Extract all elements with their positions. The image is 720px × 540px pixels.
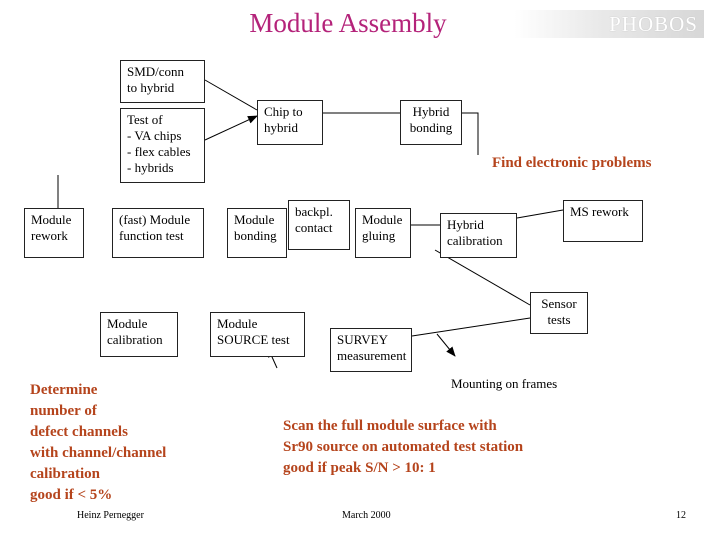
box-line: Chip to	[264, 104, 303, 119]
box-line: SURVEY	[337, 332, 388, 347]
box-line: rework	[31, 228, 68, 243]
note-line: with channel/channel	[30, 445, 167, 461]
box-line: function test	[119, 228, 184, 243]
module-gluing-box: Module gluing	[355, 208, 411, 258]
box-line: contact	[295, 220, 333, 235]
line-test-to-chip	[204, 115, 258, 141]
box-line: - flex cables	[127, 144, 191, 159]
box-line: Test of	[127, 112, 163, 127]
module-calibration-box: Module calibration	[100, 312, 178, 357]
box-line: measurement	[337, 348, 407, 363]
box-line: SMD/conn	[127, 64, 185, 79]
note-line: Scan the full module surface with	[283, 418, 497, 434]
box-line: Module	[107, 316, 148, 331]
hybrid-calibration-box: Hybrid calibration	[440, 213, 517, 258]
line-calibration-to-ms-rework	[516, 209, 564, 219]
box-line: MS rework	[570, 204, 629, 219]
smd-conn-box: SMD/conn to hybrid	[120, 60, 205, 103]
survey-measurement-box: SURVEY measurement	[330, 328, 412, 372]
line-sensor-to-survey	[411, 317, 531, 337]
box-line: Hybrid	[447, 217, 484, 232]
line-smd-to-chip	[204, 79, 258, 111]
box-line: - hybrids	[127, 160, 174, 175]
phobos-logo: PHOBOS	[514, 10, 704, 38]
box-line: Module	[362, 212, 403, 227]
footer-page-number: 12	[676, 510, 686, 521]
note-line: Sr90 source on automated test station	[283, 439, 524, 455]
box-line: SOURCE test	[217, 332, 290, 347]
box-line: Module	[217, 316, 258, 331]
backpl-contact-box: backpl. contact	[288, 200, 350, 250]
box-line: hybrid	[264, 120, 298, 135]
test-of-box: Test of - VA chips - flex cables - hybri…	[120, 108, 205, 183]
box-line: tests	[547, 312, 571, 327]
arrow-survey-to-mounting	[436, 333, 456, 357]
box-line: Sensor	[541, 296, 577, 311]
note-line: Determine	[30, 382, 98, 398]
mounting-on-frames-label: Mounting on frames	[451, 376, 558, 391]
line-calibration-to-sensor	[434, 249, 531, 306]
footer-date: March 2000	[342, 510, 391, 521]
scan-module-note: Scan the full module surface with Sr90 s…	[283, 416, 523, 479]
note-line: calibration	[30, 466, 100, 482]
box-line: backpl.	[295, 204, 333, 219]
source-test-box: Module SOURCE test	[210, 312, 305, 357]
function-test-box: (fast) Module function test	[112, 208, 204, 258]
line-hybrid-bonding-to-find	[462, 112, 479, 155]
box-line: Module	[31, 212, 72, 227]
note-line: number of	[30, 403, 97, 419]
box-line: calibration	[447, 233, 503, 248]
note-line: defect channels	[30, 424, 128, 440]
box-line: to hybrid	[127, 80, 175, 95]
note-line: good if < 5%	[30, 487, 113, 503]
box-line: calibration	[107, 332, 163, 347]
box-line: Hybrid	[412, 104, 450, 119]
sensor-tests-box: Sensor tests	[530, 292, 588, 334]
defect-channels-note: Determine number of defect channels with…	[30, 380, 166, 506]
box-line: - VA chips	[127, 128, 182, 143]
footer-author: Heinz Pernegger	[77, 510, 144, 521]
box-line: Module	[234, 212, 275, 227]
page-title: Module Assembly	[249, 8, 447, 38]
box-line: bonding	[409, 120, 453, 135]
hybrid-bonding-box: Hybrid bonding	[400, 100, 462, 145]
note-line: good if peak S/N > 10: 1	[283, 460, 436, 476]
find-electronic-problems-note: Find electronic problems	[492, 155, 652, 171]
module-rework-box: Module rework	[24, 208, 84, 258]
box-line: gluing	[362, 228, 396, 243]
module-bonding-box: Module bonding	[227, 208, 287, 258]
ms-rework-box: MS rework	[563, 200, 643, 242]
box-line: (fast) Module	[119, 212, 191, 227]
box-line: bonding	[234, 228, 277, 243]
chip-to-hybrid-box: Chip to hybrid	[257, 100, 323, 145]
